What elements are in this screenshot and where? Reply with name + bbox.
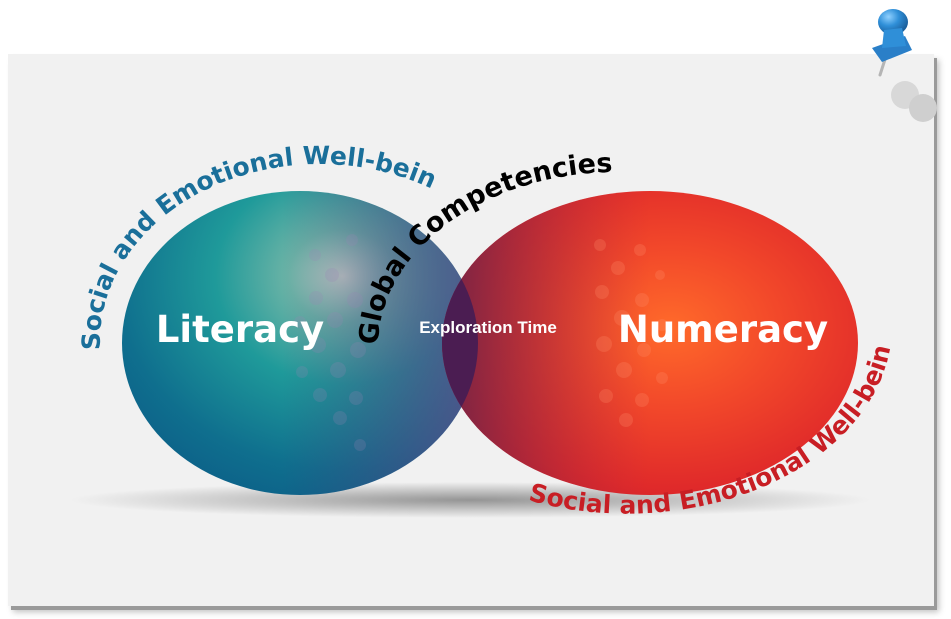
dot-texture-left (294, 234, 366, 451)
dot-texture-right (594, 239, 668, 427)
right-circle (442, 191, 858, 495)
exploration-time-label: Exploration Time (419, 318, 557, 337)
numeracy-label: Numeracy (618, 308, 828, 351)
left-circle (122, 191, 478, 495)
pushpin-icon (872, 9, 937, 122)
literacy-label: Literacy (156, 308, 324, 351)
